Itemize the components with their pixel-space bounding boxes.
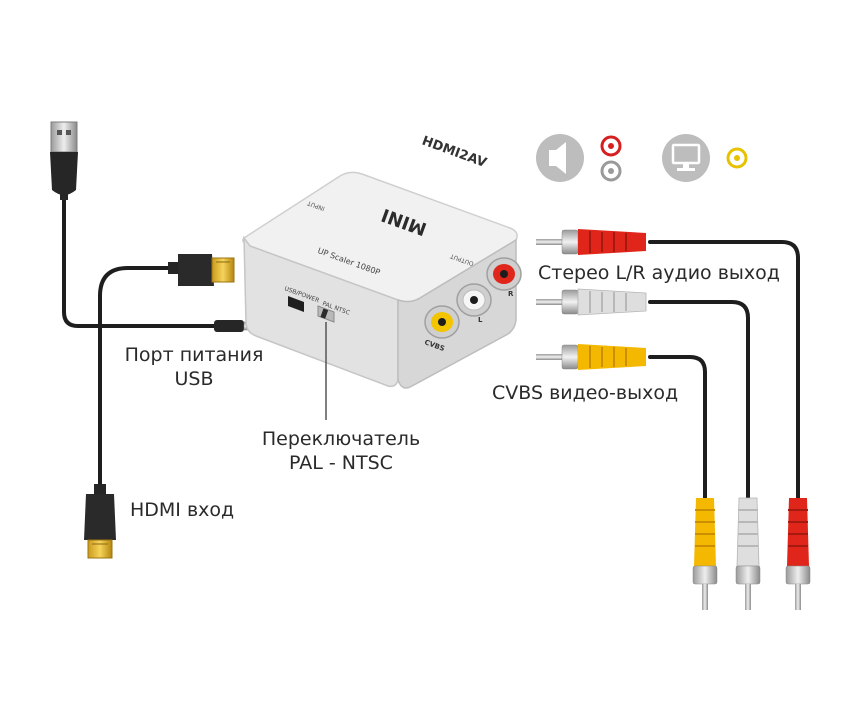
rca-plug-yellow-horizontal — [536, 344, 646, 370]
device-usb-port — [288, 296, 304, 312]
rca-white-cable — [648, 300, 750, 502]
rca-red-cable — [648, 240, 800, 502]
monitor-icon — [662, 134, 710, 182]
hdmi-plug-bottom — [84, 484, 116, 559]
rca-plug-red-horizontal — [536, 229, 646, 255]
callout-switch-line1: Переключатель — [261, 428, 421, 450]
device-jack-yellow — [424, 305, 460, 339]
video-rca-jack-icon — [726, 147, 748, 169]
audio-rca-jacks-icon — [600, 135, 622, 182]
device-jack-label-l: L — [478, 316, 483, 324]
usb-power-cable — [62, 196, 218, 328]
callout-switch: Переключатель PAL - NTSC — [250, 428, 432, 476]
callout-power-port: Порт питания USB — [120, 344, 268, 392]
usb-a-plug — [50, 121, 78, 200]
device-jack-white — [456, 283, 492, 317]
callout-cvbs-output: CVBS видео-выход — [492, 382, 679, 404]
callout-hdmi-input: HDMI вход — [130, 499, 235, 521]
rca-plug-white-vertical — [735, 497, 761, 610]
rca-plug-red-vertical — [785, 498, 811, 610]
device-jack-red — [486, 257, 522, 291]
callout-switch-line2: PAL - NTSC — [289, 451, 393, 474]
callout-power-port-line1: Порт питания — [124, 344, 264, 366]
speaker-icon — [536, 134, 584, 182]
rca-plug-white-horizontal — [536, 288, 647, 316]
callout-power-port-line2: USB — [174, 367, 214, 390]
hdmi-plug-top — [168, 254, 235, 286]
hdmi2av-converter: MINI HDMI2AV UP Scaler 1080P INPUT OUTPU… — [242, 134, 522, 389]
device-jack-label-r: R — [508, 290, 514, 298]
callout-stereo-output: Стерео L/R аудио выход — [538, 262, 780, 284]
rca-plug-yellow-vertical — [692, 498, 718, 610]
device-model: HDMI2AV — [420, 134, 489, 171]
hdmi-cable — [98, 266, 180, 488]
rca-yellow-cable — [648, 355, 707, 502]
